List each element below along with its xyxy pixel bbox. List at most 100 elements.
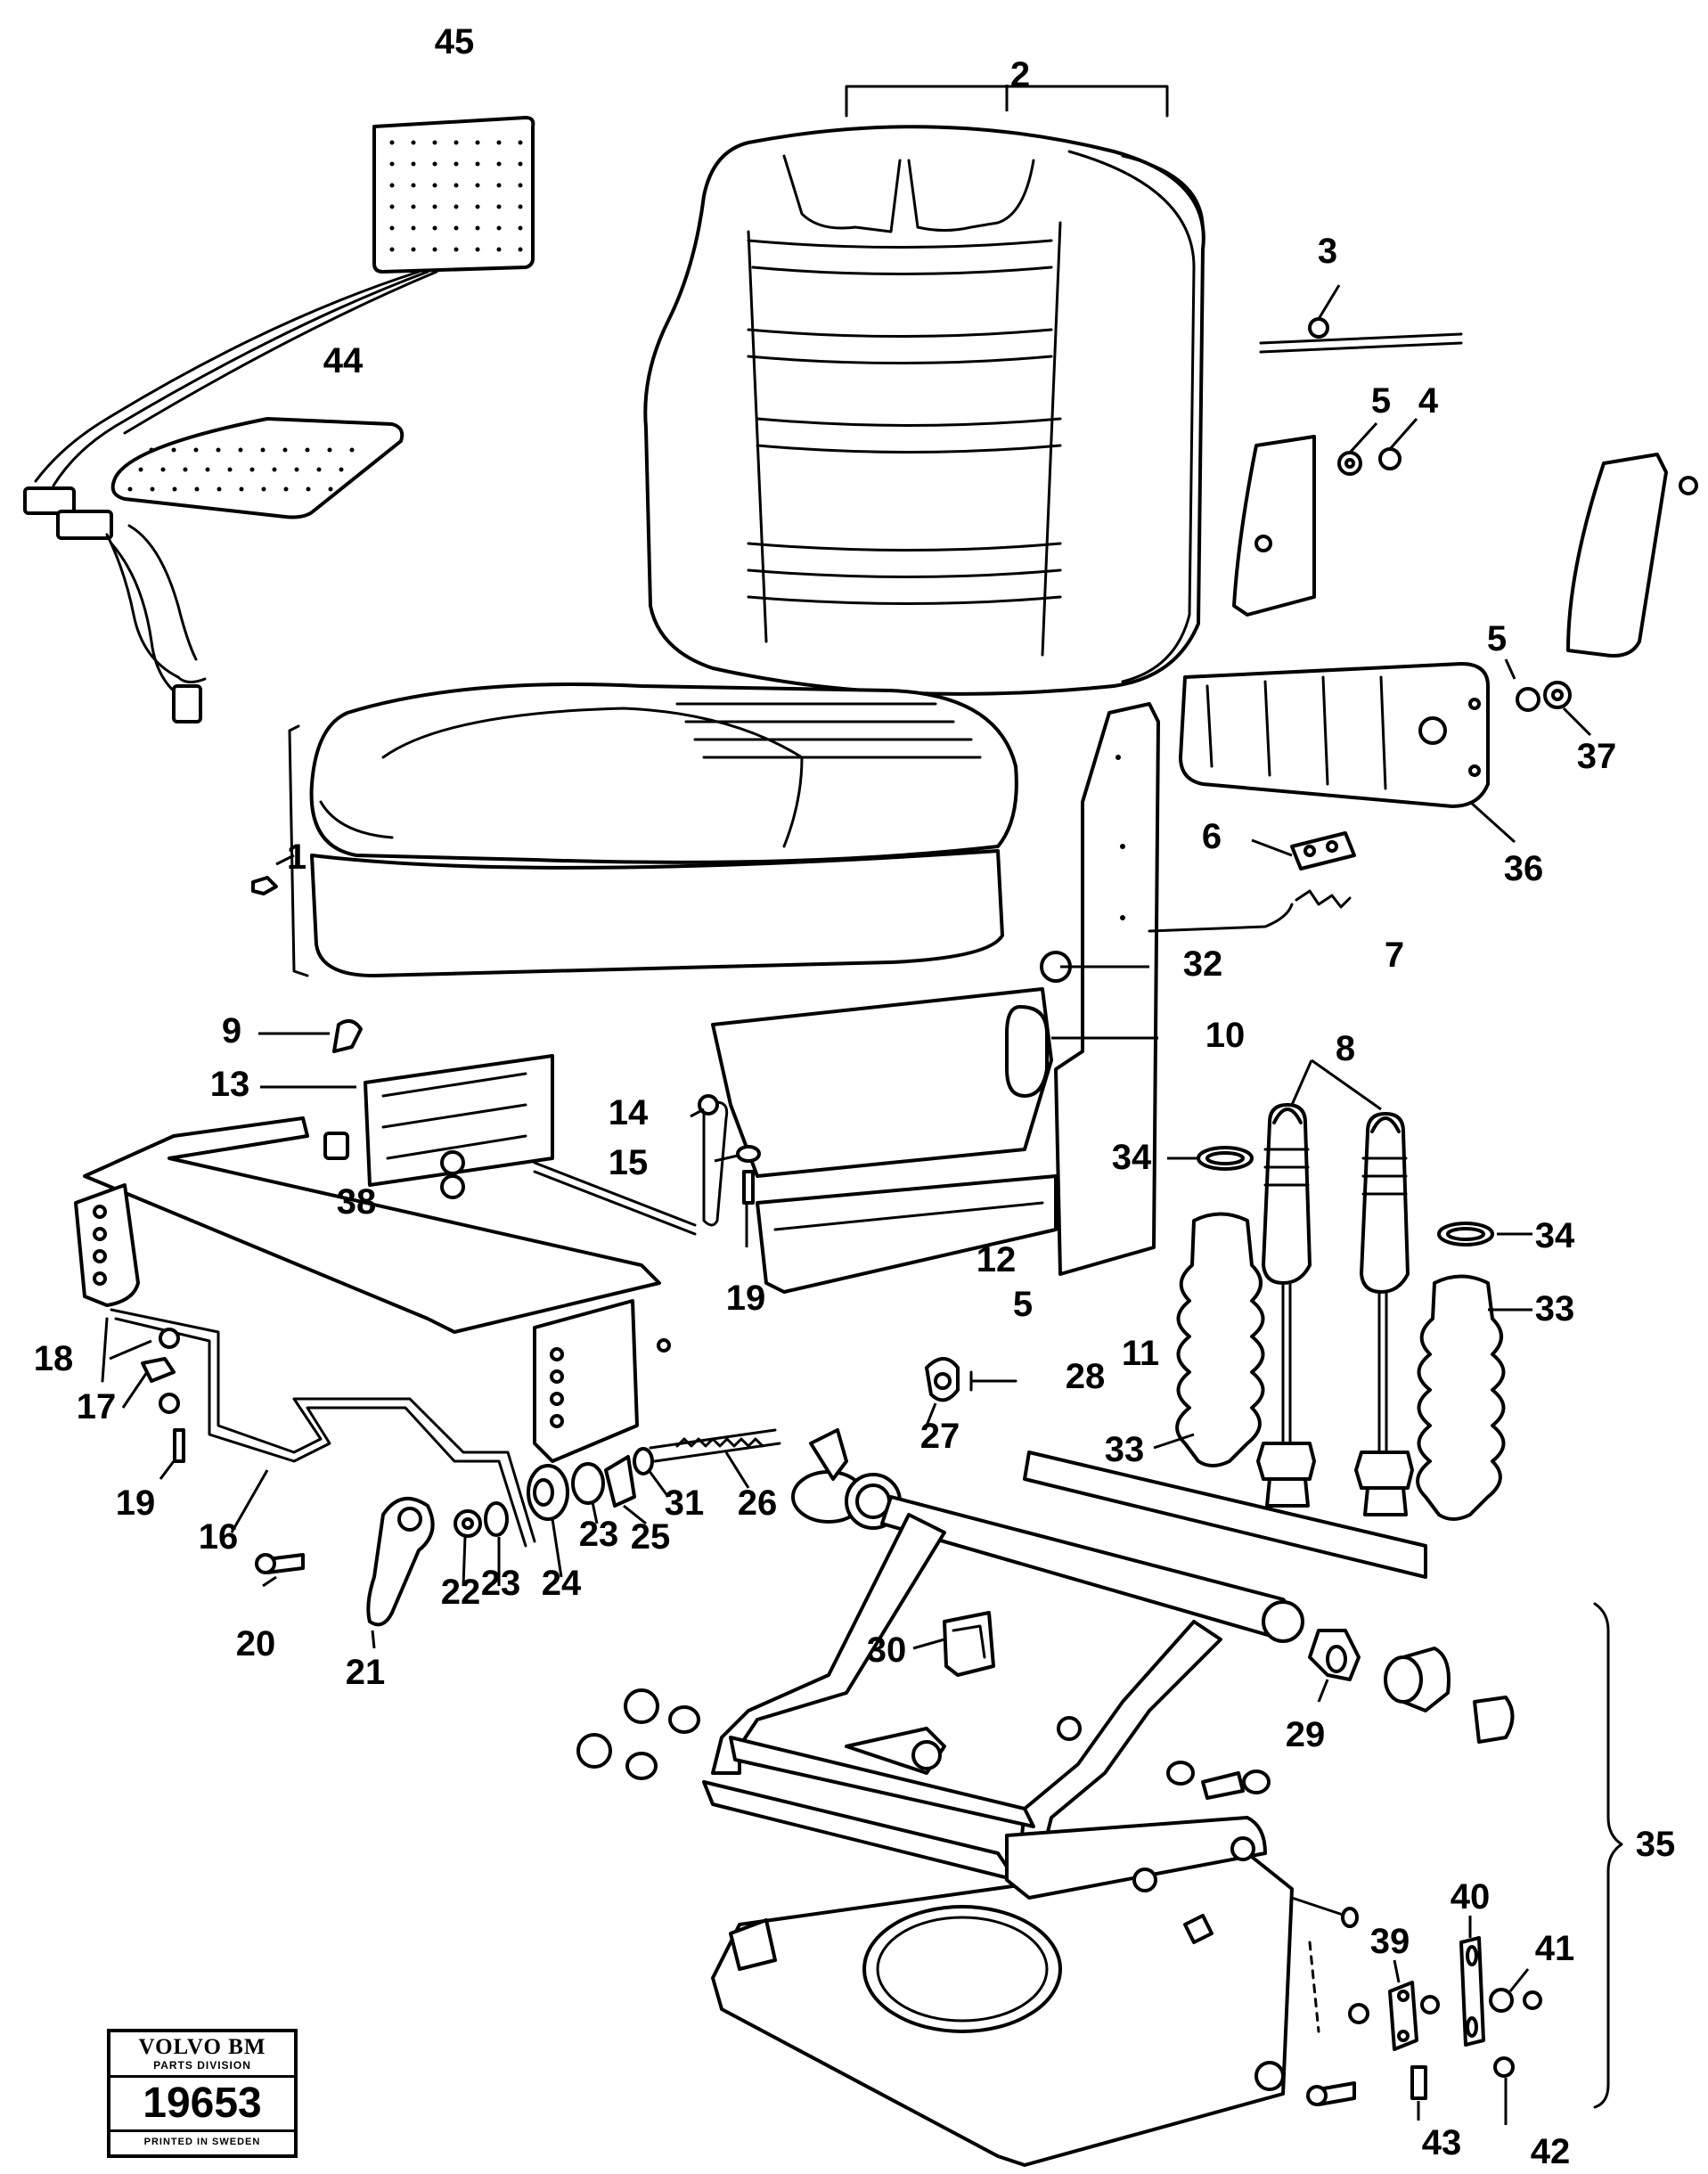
linkage-parts	[1254, 1916, 1542, 2125]
callout-p25: 25	[631, 1517, 671, 1557]
perforation-dot	[138, 467, 143, 472]
bellows	[1153, 1146, 1532, 1521]
perforation-dot	[496, 204, 502, 209]
clip-and-pin-parts	[912, 1357, 1017, 1677]
perforation-dot	[150, 486, 155, 492]
perforation-dot	[454, 140, 459, 145]
callout-p9: 9	[222, 1011, 241, 1050]
volvo-bm-parts-stamp: VOLVO BM PARTS DIVISION 19653 PRINTED IN…	[107, 2029, 298, 2158]
scissor-lift-base	[576, 1428, 1623, 2167]
seat-cushion	[251, 682, 1018, 977]
perforation-dot	[239, 486, 244, 492]
callout-p16: 16	[199, 1517, 239, 1557]
callout-p22: 22	[441, 1573, 481, 1612]
callout-p17: 17	[77, 1387, 117, 1426]
perforation-dot	[227, 467, 233, 472]
shock-absorbers	[1256, 1058, 1414, 1516]
perforation-dot	[496, 183, 502, 188]
callout-p11: 11	[1122, 1334, 1159, 1373]
perforation-dot	[389, 161, 395, 167]
perforation-dot	[518, 225, 523, 231]
heating-pad-upper	[34, 116, 535, 487]
stamp-division: PARTS DIVISION	[110, 2059, 294, 2078]
perforation-dot	[475, 183, 480, 188]
callout-p30: 30	[867, 1630, 907, 1670]
lower-support-bracket	[74, 1116, 671, 1548]
callout-p14: 14	[609, 1093, 649, 1132]
perforation-dot	[475, 247, 480, 252]
perforation-dot	[454, 204, 459, 209]
perforation-dot	[496, 247, 502, 252]
callout-p20: 20	[236, 1624, 276, 1663]
perforation-dot	[432, 183, 437, 188]
perforation-dot	[238, 447, 243, 453]
stamp-number: 19653	[110, 2078, 294, 2132]
perforation-dot	[411, 161, 416, 167]
callout-p33b: 33	[1105, 1430, 1145, 1469]
perforation-dot	[411, 140, 416, 145]
stamp-brand: VOLVO BM	[138, 2035, 266, 2059]
perforation-dot	[496, 161, 502, 167]
perforation-dot	[171, 447, 176, 453]
perforation-dot	[389, 183, 395, 188]
seat-slide-rails	[258, 987, 1158, 1294]
perforation-dot	[411, 204, 416, 209]
callout-p4: 4	[1418, 381, 1439, 421]
perforation-dot	[283, 486, 289, 492]
perforation-dot	[294, 467, 299, 472]
callout-p3: 3	[1318, 232, 1337, 271]
perforation-dot	[432, 204, 437, 209]
callout-p10: 10	[1205, 1016, 1246, 1055]
callout-p27: 27	[920, 1417, 960, 1456]
perforation-dot	[496, 140, 502, 145]
perforation-dot	[432, 247, 437, 252]
callout-p37: 37	[1577, 737, 1617, 776]
callout-p8: 8	[1336, 1029, 1355, 1068]
callout-p24: 24	[542, 1564, 582, 1603]
perforation-dot	[160, 467, 166, 472]
perforation-dot	[475, 140, 480, 145]
perforation-dot	[432, 140, 437, 145]
perforation-dot	[475, 204, 480, 209]
perforation-dot	[475, 161, 480, 167]
stamp-footer: PRINTED IN SWEDEN	[143, 2137, 261, 2147]
perforation-dot	[194, 486, 200, 492]
perforation-dot	[518, 204, 523, 209]
adjuster-hardware	[255, 1428, 781, 1649]
perforation-dot	[411, 225, 416, 231]
callout-p26: 26	[738, 1483, 778, 1523]
perforation-dot	[454, 225, 459, 231]
perforation-dot	[389, 204, 395, 209]
perforation-dot	[432, 225, 437, 231]
callout-p21: 21	[346, 1653, 386, 1692]
callout-p23a: 23	[579, 1515, 619, 1554]
perforation-dot	[249, 467, 255, 472]
callout-p18: 18	[34, 1339, 74, 1378]
perforation-dot	[389, 140, 395, 145]
callout-p42: 42	[1531, 2132, 1571, 2171]
callout-p32: 32	[1183, 944, 1223, 984]
perforation-dot	[496, 225, 502, 231]
perforation-dot	[339, 467, 344, 472]
perforation-dot	[306, 486, 311, 492]
perforation-dot	[272, 467, 277, 472]
side-frame	[1040, 702, 1356, 1276]
perforation-dot	[172, 486, 177, 492]
callout-p23b: 23	[481, 1564, 521, 1603]
callout-p5c: 5	[1013, 1285, 1033, 1324]
perforation-dot	[432, 161, 437, 167]
callout-p19b: 19	[116, 1483, 156, 1523]
heating-pad-lower	[23, 417, 405, 723]
perforation-dot	[518, 247, 523, 252]
perforation-dot	[149, 447, 154, 453]
perforation-dot	[327, 447, 332, 453]
perforation-dot	[389, 225, 395, 231]
callout-p43: 43	[1422, 2123, 1462, 2162]
callout-p41: 41	[1535, 1929, 1575, 1968]
callout-p35: 35	[1636, 1825, 1676, 1864]
perforation-dot	[261, 486, 266, 492]
perforation-dot	[389, 247, 395, 252]
perforation-dot	[282, 447, 288, 453]
